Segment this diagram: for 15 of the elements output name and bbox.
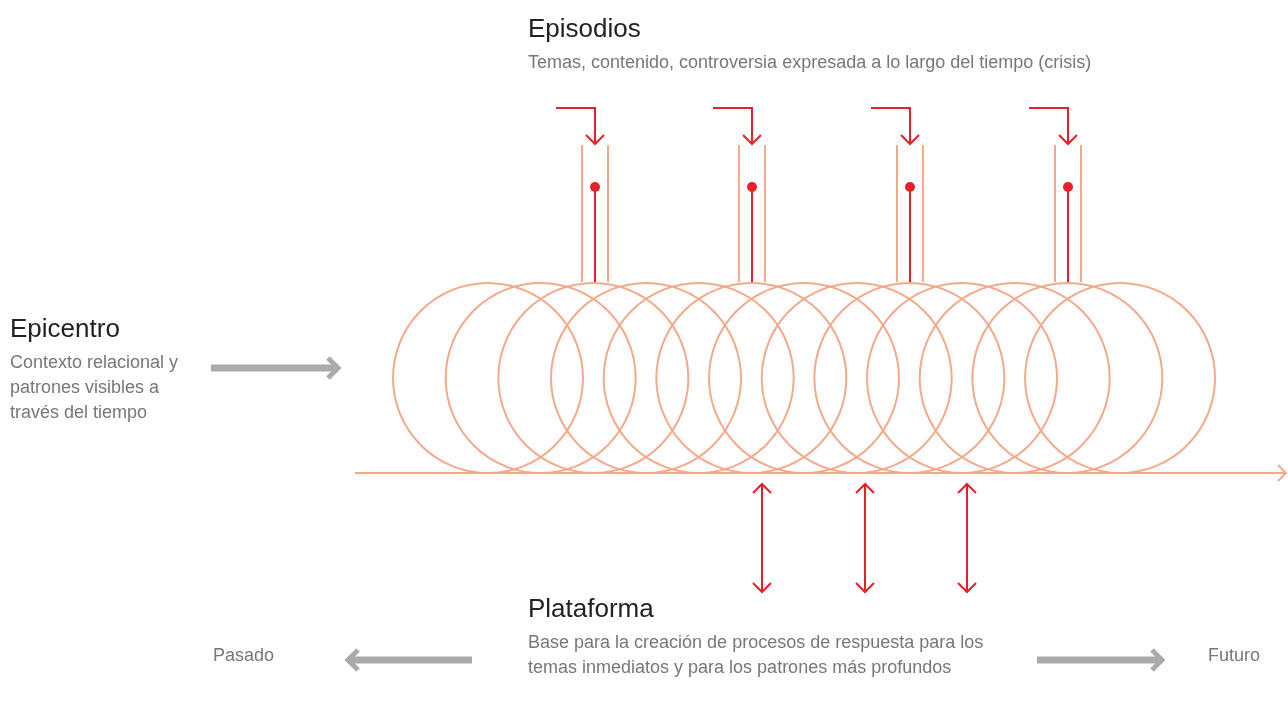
arrow [957,483,977,593]
arrow [555,107,605,145]
time-label: Pasado [213,645,275,666]
arrow [752,483,772,593]
description: Contexto relacional y patrones visibles a través del tiempo [10,351,180,424]
arrow [1028,107,1078,145]
heading: Plataforma [528,592,655,624]
description: Temas, contenido, controversia expresada a lo largo del tiempo (crisis) [528,51,1093,74]
time-label: Futuro [1208,645,1261,666]
arrow [870,107,920,145]
arrow [855,483,875,593]
heading: Epicentro [10,312,121,344]
arrow [712,107,762,145]
description: Base para la creación de procesos de respuesta para los temas inmediatos y para los patrones más profundos [528,631,984,679]
heading: Episodios [528,12,642,44]
